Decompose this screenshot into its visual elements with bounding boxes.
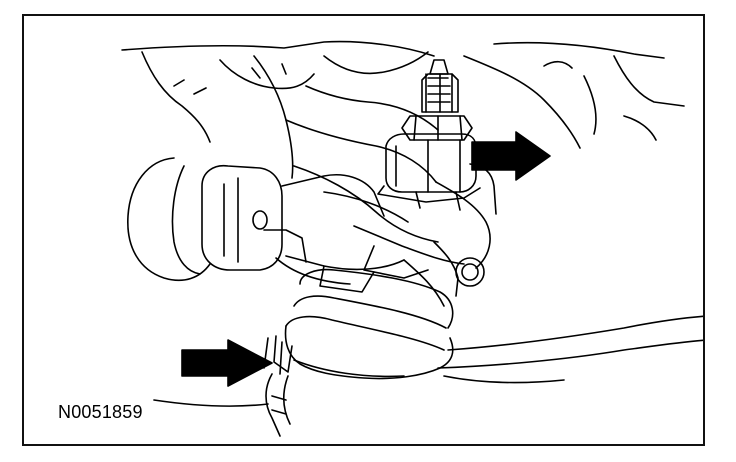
chassis-background	[121, 40, 685, 149]
lower-arrow-icon	[181, 339, 273, 387]
suspension-ball-joint-illustration	[121, 40, 703, 437]
ball-joint-stud	[377, 59, 497, 215]
diagram-frame: N0051859	[22, 14, 705, 446]
control-arm	[253, 55, 465, 293]
upper-arrow-icon	[471, 131, 551, 181]
steering-knuckle	[127, 157, 405, 282]
lower-arm-boss	[403, 181, 491, 307]
ball-joint-boot	[263, 268, 454, 380]
figure-id-label: N0051859	[58, 402, 143, 422]
lower-arm	[153, 315, 703, 437]
